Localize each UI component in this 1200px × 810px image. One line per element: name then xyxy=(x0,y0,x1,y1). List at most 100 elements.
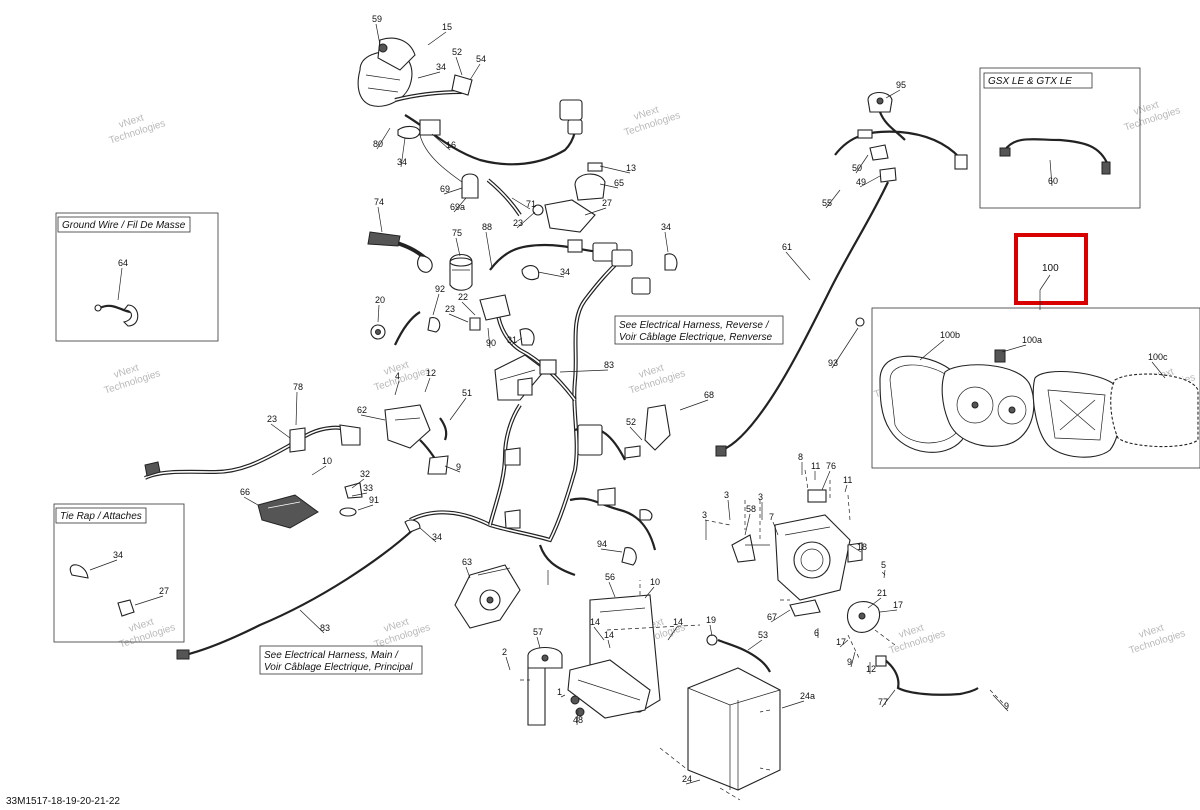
callout-c66[interactable]: 66 xyxy=(240,487,250,497)
callout-c5[interactable]: 5 xyxy=(881,560,886,570)
callout-c22[interactable]: 22 xyxy=(458,292,468,302)
callout-c21[interactable]: 21 xyxy=(877,588,887,598)
main-harness[interactable] xyxy=(144,258,657,660)
callout-c6[interactable]: 6 xyxy=(814,628,819,638)
harness-55[interactable] xyxy=(715,91,968,457)
callout-c23b[interactable]: 23 xyxy=(445,304,455,314)
callout-c77[interactable]: 77 xyxy=(878,697,888,707)
callout-c13[interactable]: 13 xyxy=(626,163,636,173)
motor-63[interactable] xyxy=(454,564,521,629)
callout-c17a[interactable]: 17 xyxy=(893,600,903,610)
callout-c12b[interactable]: 12 xyxy=(866,664,876,674)
callout-c67[interactable]: 67 xyxy=(767,612,777,622)
callout-c60[interactable]: 60 xyxy=(1048,176,1058,186)
callout-c58[interactable]: 58 xyxy=(746,504,756,514)
callout-c93[interactable]: 93 xyxy=(828,358,838,368)
relay-75[interactable] xyxy=(449,253,473,291)
callout-c20[interactable]: 20 xyxy=(375,295,385,305)
callout-c92[interactable]: 92 xyxy=(435,284,445,294)
harness-88[interactable] xyxy=(489,243,601,271)
callout-c32[interactable]: 32 xyxy=(360,469,370,479)
callout-c34d[interactable]: 34 xyxy=(661,222,671,232)
battery-24[interactable] xyxy=(659,667,781,801)
callout-c2[interactable]: 2 xyxy=(502,647,507,657)
callout-c24a[interactable]: 24a xyxy=(800,691,815,701)
callout-c56[interactable]: 56 xyxy=(605,572,615,582)
callout-c100c[interactable]: 100c xyxy=(1148,352,1168,362)
gsx-harness-60[interactable] xyxy=(1004,138,1110,166)
callout-c94[interactable]: 94 xyxy=(597,539,607,549)
sensor-21[interactable] xyxy=(846,601,880,633)
callout-c48[interactable]: 48 xyxy=(573,715,583,725)
callout-c34f[interactable]: 34 xyxy=(113,550,123,560)
callout-c52[interactable]: 52 xyxy=(452,47,462,57)
callout-c1[interactable]: 1 xyxy=(557,687,562,697)
note-main[interactable]: See Electrical Harness, Main / Voir Câbl… xyxy=(259,645,423,675)
callout-c69a[interactable]: 69a xyxy=(450,202,465,212)
callout-c61[interactable]: 61 xyxy=(782,242,792,252)
callout-c11a[interactable]: 11 xyxy=(811,461,820,471)
callout-c95[interactable]: 95 xyxy=(896,80,906,90)
callout-c75[interactable]: 75 xyxy=(452,228,462,238)
callout-c34a[interactable]: 34 xyxy=(436,62,446,72)
callout-c62[interactable]: 62 xyxy=(357,405,367,415)
callout-c100b[interactable]: 100b xyxy=(940,330,960,340)
callout-c51[interactable]: 51 xyxy=(462,388,472,398)
bracket-62[interactable] xyxy=(384,404,431,449)
callout-c8[interactable]: 8 xyxy=(798,452,803,462)
callout-c4[interactable]: 4 xyxy=(395,371,400,381)
callout-c52b[interactable]: 52 xyxy=(626,417,636,427)
callout-c71[interactable]: 71 xyxy=(526,199,536,209)
callout-c57[interactable]: 57 xyxy=(533,627,543,637)
callout-c15[interactable]: 15 xyxy=(442,22,452,32)
callout-c14b[interactable]: 14 xyxy=(604,630,614,640)
callout-c7[interactable]: 7 xyxy=(769,512,774,522)
cluster-lens-100c[interactable] xyxy=(1110,373,1199,448)
note-reverse[interactable]: See Electrical Harness, Reverse / Voir C… xyxy=(614,315,784,345)
callout-c12a[interactable]: 12 xyxy=(426,368,436,378)
callout-c83b[interactable]: 83 xyxy=(320,623,330,633)
module-83[interactable] xyxy=(494,354,557,401)
callout-c78[interactable]: 78 xyxy=(293,382,303,392)
callout-c10b[interactable]: 10 xyxy=(650,577,660,587)
bracket-57[interactable] xyxy=(527,646,563,726)
callout-c34b[interactable]: 34 xyxy=(397,157,407,167)
sensor-20[interactable] xyxy=(370,324,386,340)
callout-c50[interactable]: 50 xyxy=(852,163,862,173)
throttle-body[interactable] xyxy=(774,489,863,601)
hose-71[interactable] xyxy=(486,178,522,217)
callout-c80[interactable]: 80 xyxy=(373,139,383,149)
callout-c27b[interactable]: 27 xyxy=(159,586,169,596)
callout-c3b[interactable]: 3 xyxy=(758,492,763,502)
callout-c9c[interactable]: 9 xyxy=(1004,701,1009,711)
callout-c34c[interactable]: 34 xyxy=(560,267,570,277)
callout-c27a[interactable]: 27 xyxy=(602,198,612,208)
hose-77[interactable] xyxy=(884,659,979,696)
callout-c74[interactable]: 74 xyxy=(374,197,384,207)
callout-c10a[interactable]: 10 xyxy=(322,456,332,466)
callout-c88[interactable]: 88 xyxy=(482,222,492,232)
battery-tray[interactable] xyxy=(567,659,651,719)
callout-c14c[interactable]: 14 xyxy=(673,617,683,627)
callout-c31[interactable]: 31 xyxy=(507,335,517,345)
highlight-100[interactable]: 100 xyxy=(1014,233,1088,310)
callout-c24[interactable]: 24 xyxy=(682,774,692,784)
callout-c14a[interactable]: 14 xyxy=(590,617,600,627)
callout-c63[interactable]: 63 xyxy=(462,557,472,567)
callout-c69[interactable]: 69 xyxy=(440,184,450,194)
callout-c23c[interactable]: 23 xyxy=(267,414,277,424)
callout-c65[interactable]: 65 xyxy=(614,178,624,188)
callout-c16[interactable]: 16 xyxy=(446,140,456,150)
callout-c11b[interactable]: 11 xyxy=(843,475,852,485)
callout-c3c[interactable]: 3 xyxy=(702,510,707,520)
callout-c68[interactable]: 68 xyxy=(704,390,714,400)
callout-c59[interactable]: 59 xyxy=(372,14,382,24)
harness-83-lead[interactable] xyxy=(184,527,416,657)
cable-74[interactable] xyxy=(367,231,433,273)
callout-c33[interactable]: 33 xyxy=(363,483,373,493)
callout-c76[interactable]: 76 xyxy=(826,461,836,471)
callout-c23a[interactable]: 23 xyxy=(513,218,523,228)
callout-c17b[interactable]: 17 xyxy=(836,637,846,647)
callout-c9a[interactable]: 9 xyxy=(456,462,461,472)
cluster-gauge-face[interactable] xyxy=(941,364,1035,447)
